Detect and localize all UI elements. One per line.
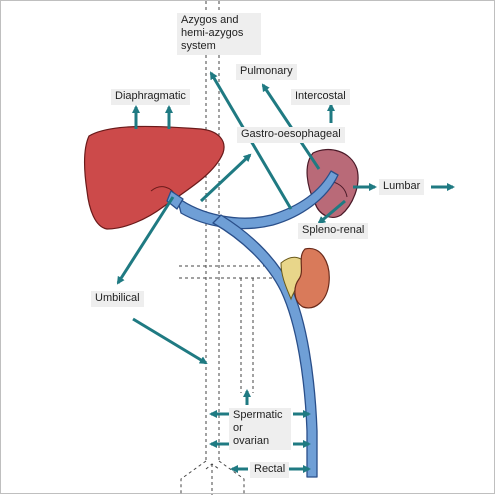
label-gastro: Gastro-oesophageal (237, 127, 345, 143)
label-spermatic: Spermatic or ovarian (229, 408, 291, 450)
label-azygos: Azygos and hemi-azygos system (177, 13, 261, 55)
label-spermatic-line2: or (233, 422, 243, 434)
arrow-umbilical-down (132, 317, 208, 365)
portal-venous-system (166, 170, 339, 478)
body-outline-dashed (179, 1, 284, 495)
arrow-umbilical-up (116, 196, 175, 285)
arrow-gastro (199, 153, 252, 203)
label-spermatic-line3: ovarian (233, 435, 270, 447)
label-umbilical: Umbilical (91, 291, 144, 307)
label-azygos-line2: hemi-azygos (181, 27, 244, 39)
label-splenorenal: Spleno-renal (298, 223, 369, 239)
label-intercostal: Intercostal (291, 89, 350, 105)
label-spermatic-line1: Spermatic (233, 409, 283, 421)
arrow-splenorenal (317, 199, 346, 225)
label-lumbar: Lumbar (379, 179, 425, 195)
label-rectal: Rectal (250, 462, 290, 478)
hepatic-portal-branch (166, 190, 184, 210)
label-diaphragmatic: Diaphragmatic (111, 89, 190, 105)
portal-vein (212, 214, 318, 478)
kidney (294, 247, 330, 309)
label-azygos-line1: Azygos and (181, 14, 239, 26)
label-azygos-line3: system (181, 40, 216, 52)
label-pulmonary: Pulmonary (236, 64, 297, 80)
